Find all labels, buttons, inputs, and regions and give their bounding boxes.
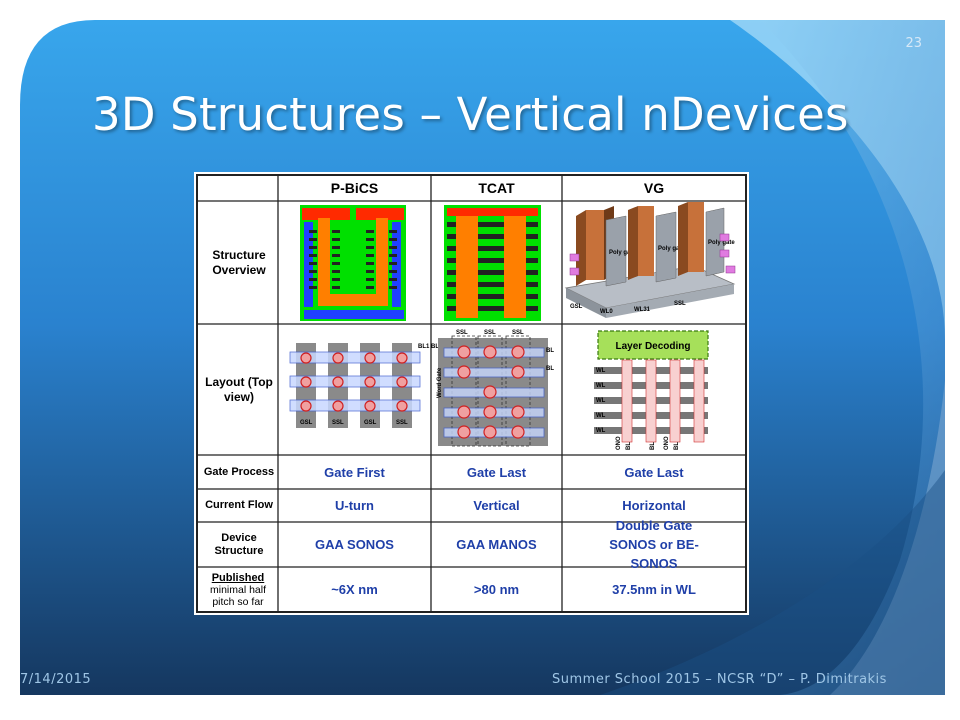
pbics-gsl-label-2: GSL bbox=[364, 420, 377, 426]
cell-published-tcat: >80 nm bbox=[473, 582, 520, 597]
cell-device-structure-tcat: GAA MANOS bbox=[456, 537, 537, 552]
table-grid bbox=[196, 174, 747, 613]
vg-bl-label-1: BL bbox=[626, 442, 632, 450]
cell-gate-process-vg: Gate Last bbox=[624, 464, 684, 480]
vg-poly-gate-label-3: Poly gate bbox=[708, 240, 735, 246]
vg-gsl-label: GSL bbox=[570, 304, 583, 310]
row-label-published-bold: Published bbox=[211, 571, 265, 584]
row-label-current-flow: Current Flow bbox=[205, 499, 273, 511]
row-label-published-rest: minimal half pitch so far bbox=[209, 583, 267, 608]
vg-poly-gate-label-2: Poly gate bbox=[658, 246, 685, 252]
pbics-layout-diagram: GSL SSL GSL SSL BL1 BL bbox=[289, 343, 439, 428]
vg-layer-decoding-label: Layer Decoding bbox=[615, 341, 690, 352]
pbics-structure-diagram bbox=[300, 205, 406, 321]
cell-published-pbics: ~6X nm bbox=[331, 582, 378, 597]
swoosh-shape bbox=[600, 470, 945, 695]
vg-ssl-label: SSL bbox=[674, 301, 686, 307]
vg-wl0-label: WL0 bbox=[600, 309, 613, 315]
slide-title: 3D Structures – Vertical nDevices bbox=[92, 88, 849, 141]
tcat-bl-label-2: BL bbox=[546, 366, 554, 372]
tcat-ssl-label-3: SSL bbox=[512, 330, 524, 336]
row-label-structure: Structure Overview bbox=[212, 247, 266, 277]
swoosh-shape bbox=[760, 20, 945, 695]
column-header-pbics: P-BiCS bbox=[330, 180, 379, 196]
column-header-tcat: TCAT bbox=[478, 180, 515, 196]
cell-gate-process-pbics: Gate First bbox=[324, 464, 385, 480]
vg-wl-label-3: WL bbox=[596, 398, 606, 404]
footer-text: Summer School 2015 – NCSR “D” – P. Dimit… bbox=[552, 672, 887, 687]
tcat-word-gate-label: Word Gate bbox=[437, 367, 443, 398]
cell-gate-process-tcat: Gate Last bbox=[466, 464, 527, 480]
vg-layout-diagram: Layer Decoding WL WL WL WL WL BL BL BL O… bbox=[594, 330, 709, 450]
row-label-published: Published minimal half pitch so far bbox=[200, 567, 276, 612]
pbics-ssl-label-1: SSL bbox=[332, 420, 344, 426]
vg-structure-diagram: Poly gate Poly gate Poly gate GSL WL0 WL… bbox=[564, 202, 735, 318]
vg-ono-label-2: ONO bbox=[664, 436, 670, 450]
swoosh-shape bbox=[830, 380, 945, 695]
cell-current-flow-tcat: Vertical bbox=[473, 498, 520, 513]
vg-bl-label-2: BL bbox=[650, 442, 656, 450]
footer-date: 7/14/2015 bbox=[20, 672, 92, 687]
cell-published-vg: 37.5nm in WL bbox=[612, 582, 696, 597]
vg-wl-label-5: WL bbox=[596, 428, 606, 434]
row-label-device-structure: Device Structure bbox=[214, 531, 264, 557]
tcat-ssl-label-1: SSL bbox=[456, 330, 468, 336]
vg-wl-label-1: WL bbox=[596, 368, 606, 374]
vg-wl-label-4: WL bbox=[596, 413, 606, 419]
row-label-gate-process: Gate Process bbox=[203, 465, 275, 478]
vg-ono-label-1: ONO bbox=[616, 436, 622, 450]
vg-wl-label-2: WL bbox=[596, 383, 606, 389]
column-header-vg: VG bbox=[643, 180, 665, 196]
cell-device-structure-pbics: GAA SONOS bbox=[315, 537, 394, 552]
tcat-structure-diagram bbox=[444, 205, 541, 321]
vg-wl31-label: WL31 bbox=[634, 307, 651, 313]
vg-poly-gate-label-1: Poly gate bbox=[609, 250, 636, 256]
pbics-bl-label: BL1 BL bbox=[418, 344, 439, 350]
tcat-bl-label-1: BL bbox=[546, 348, 554, 354]
row-label-layout: Layout (Top view) bbox=[205, 374, 273, 404]
pbics-gsl-label-1: GSL bbox=[300, 420, 313, 426]
vg-bl-label-3: BL bbox=[674, 442, 680, 450]
table-illustrations: Poly gate Poly gate Poly gate GSL WL0 WL… bbox=[289, 202, 735, 450]
page-number: 23 bbox=[905, 36, 922, 51]
tcat-layout-diagram: SSL SSL SSL BL BL Word Gate bbox=[437, 330, 554, 447]
cell-current-flow-vg: Horizontal bbox=[622, 498, 686, 513]
tcat-ssl-label-2: SSL bbox=[484, 330, 496, 336]
cell-current-flow-pbics: U-turn bbox=[335, 498, 374, 513]
pbics-ssl-label-2: SSL bbox=[396, 420, 408, 426]
comparison-table-figure: P-BiCS TCAT VG Structure Overview Layout… bbox=[194, 172, 749, 615]
